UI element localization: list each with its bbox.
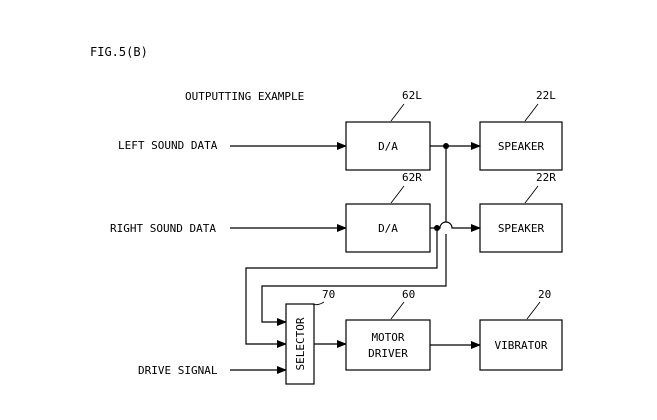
da-left-block	[345, 121, 431, 171]
selector-ref: 70	[322, 288, 335, 301]
drive-signal-label: DRIVE SIGNAL	[138, 364, 218, 377]
da-right-label: D/A	[378, 222, 398, 235]
speaker-left-label: SPEAKER	[498, 140, 545, 153]
motor-driver-ref-leader	[390, 301, 405, 320]
selector-block	[285, 303, 315, 385]
speaker-left-block	[479, 121, 563, 171]
speaker-right-ref: 22R	[536, 171, 556, 184]
selector-ref-leader	[311, 301, 325, 306]
vibrator-ref: 20	[538, 288, 551, 301]
figure-title: FIG.5(B)	[90, 45, 148, 59]
right-sound-data-label: RIGHT SOUND DATA	[110, 222, 216, 235]
da-right-ref: 62R	[402, 171, 422, 184]
speaker-right-ref-leader	[524, 185, 539, 204]
figure-subtitle: OUTPUTTING EXAMPLE	[185, 90, 304, 103]
selector-label: SELECTOR	[294, 317, 307, 370]
speaker-left-ref-leader	[524, 103, 539, 122]
vibrator-ref-leader	[526, 301, 541, 320]
motor-driver-label-line1: MOTOR	[371, 331, 404, 344]
motor-driver-ref: 60	[402, 288, 415, 301]
da-left-ref: 62L	[402, 89, 422, 102]
left-sound-data-label: LEFT SOUND DATA	[118, 139, 218, 152]
da-left-label: D/A	[378, 140, 398, 153]
motor-driver-block	[345, 319, 431, 371]
right-branch-to-selector-wire	[245, 228, 438, 348]
da-right-ref-leader	[390, 185, 405, 204]
da-right-block	[345, 203, 431, 253]
speaker-right-label: SPEAKER	[498, 222, 545, 235]
vibrator-block	[479, 319, 563, 371]
da-left-ref-leader	[390, 103, 405, 122]
speaker-left-ref: 22L	[536, 89, 556, 102]
vibrator-label: VIBRATOR	[495, 339, 548, 352]
speaker-right-block	[479, 203, 563, 253]
motor-driver-label-line2: DRIVER	[368, 347, 408, 360]
left-branch-to-selector-wire	[261, 146, 447, 322]
